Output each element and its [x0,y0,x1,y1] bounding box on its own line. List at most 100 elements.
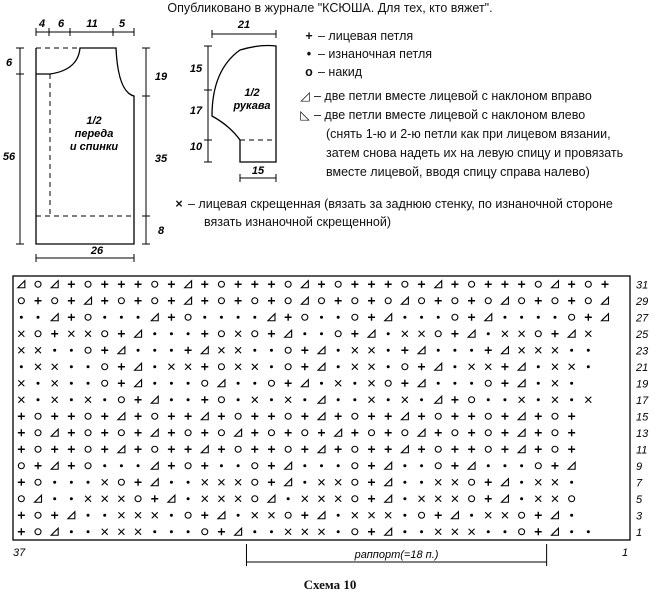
cross-icon [434,495,442,503]
dot-icon [169,332,173,336]
row-number: 9 [636,461,642,473]
dot-icon [536,365,540,369]
dot-icon [336,365,340,369]
dot-icon [69,530,73,534]
plus-icon [134,396,142,404]
plus-icon [184,346,192,354]
plus-icon [384,412,392,420]
row-number: 13 [636,428,649,440]
plus-icon [17,528,25,536]
plus-icon [401,379,409,387]
sleeve-schematic: 21 15 17 10 15 1/2 рукава [190,19,277,182]
plus-icon [451,445,459,453]
row-number: 19 [636,378,648,390]
triangle-right-icon [299,295,309,305]
cross-icon [118,528,125,536]
plus-icon [134,280,142,288]
dot-icon [269,365,273,369]
triangle-right-icon [16,279,26,289]
cross-icon [234,495,242,503]
triangle-right-icon [199,411,209,421]
plus-icon [201,363,209,371]
plus-icon [251,280,259,288]
circle-icon [284,445,292,453]
plus-icon [434,511,442,519]
circle-icon [351,412,359,420]
triangle-right-icon [266,493,276,503]
circle-icon [401,363,409,371]
plus-icon [17,445,25,453]
cross-icon [234,363,242,371]
dot-icon [503,464,507,468]
dot-icon [153,332,157,336]
circle-icon [84,462,92,470]
cross-icon [534,495,542,503]
triangle-right-icon [183,295,193,305]
dot-icon [420,398,424,402]
dot-icon [253,348,257,352]
circle-icon [51,297,59,305]
triangle-right-icon [516,411,526,421]
dot-icon [320,315,323,319]
cross-icon [368,396,375,404]
dot-icon [269,530,273,534]
dot-icon [86,365,90,369]
plus-icon [17,412,25,420]
dot-icon [470,381,474,385]
triangle-right-icon [316,361,326,371]
dot-icon [570,348,574,352]
circle-icon [468,495,476,503]
plus-icon [418,280,426,288]
circle-icon [284,346,292,354]
cross-icon [518,396,525,404]
triangle-right-icon [366,328,376,338]
triangle-right-icon [383,460,393,470]
body-right-dim-1: 19 [155,71,168,83]
triangle-right-icon [316,345,326,355]
triangle-right-icon [133,361,143,371]
circle-icon [217,330,225,338]
plus-icon [134,297,142,305]
cross-icon [218,346,225,354]
triangle-right-icon [133,378,143,388]
circle-icon [151,412,159,420]
plus-icon [101,346,109,354]
circle-icon [351,313,359,321]
plus-icon [284,379,292,387]
body-top-dim-1: 4 [38,18,45,30]
dot-icon [453,381,457,385]
plus-icon [501,280,509,288]
circle-icon [251,478,259,486]
body-schematic: 4 6 11 5 6 56 19 35 8 26 1/2 переда [3,18,168,262]
cross-icon [334,495,342,503]
circle-icon [84,445,92,453]
plus-icon [201,462,209,470]
body-bottom-dim: 26 [90,245,104,257]
triangle-right-icon [600,312,610,322]
plus-icon [568,412,576,420]
triangle-right-icon [550,279,560,289]
dot-icon [453,348,457,352]
plus-icon [468,429,476,437]
plus-icon [451,462,459,470]
dot-icon [153,381,157,385]
circle-icon [534,280,542,288]
cross-icon [318,495,325,503]
circle-icon [301,429,309,437]
triangle-right-icon [116,411,126,421]
dot-icon [86,513,90,517]
circle-icon [551,412,559,420]
circle-icon [351,478,359,486]
dot-icon [536,381,540,385]
triangle-right-icon [433,361,443,371]
cross-icon: × [175,197,183,211]
cross-icon [468,528,475,536]
body-label-1: 1/2 [86,115,101,127]
triangle-right-icon [316,444,326,454]
plus-icon [267,280,275,288]
plus-icon [451,396,459,404]
plus-icon [334,297,342,305]
circle-icon [451,313,459,321]
circle-icon [518,511,526,519]
